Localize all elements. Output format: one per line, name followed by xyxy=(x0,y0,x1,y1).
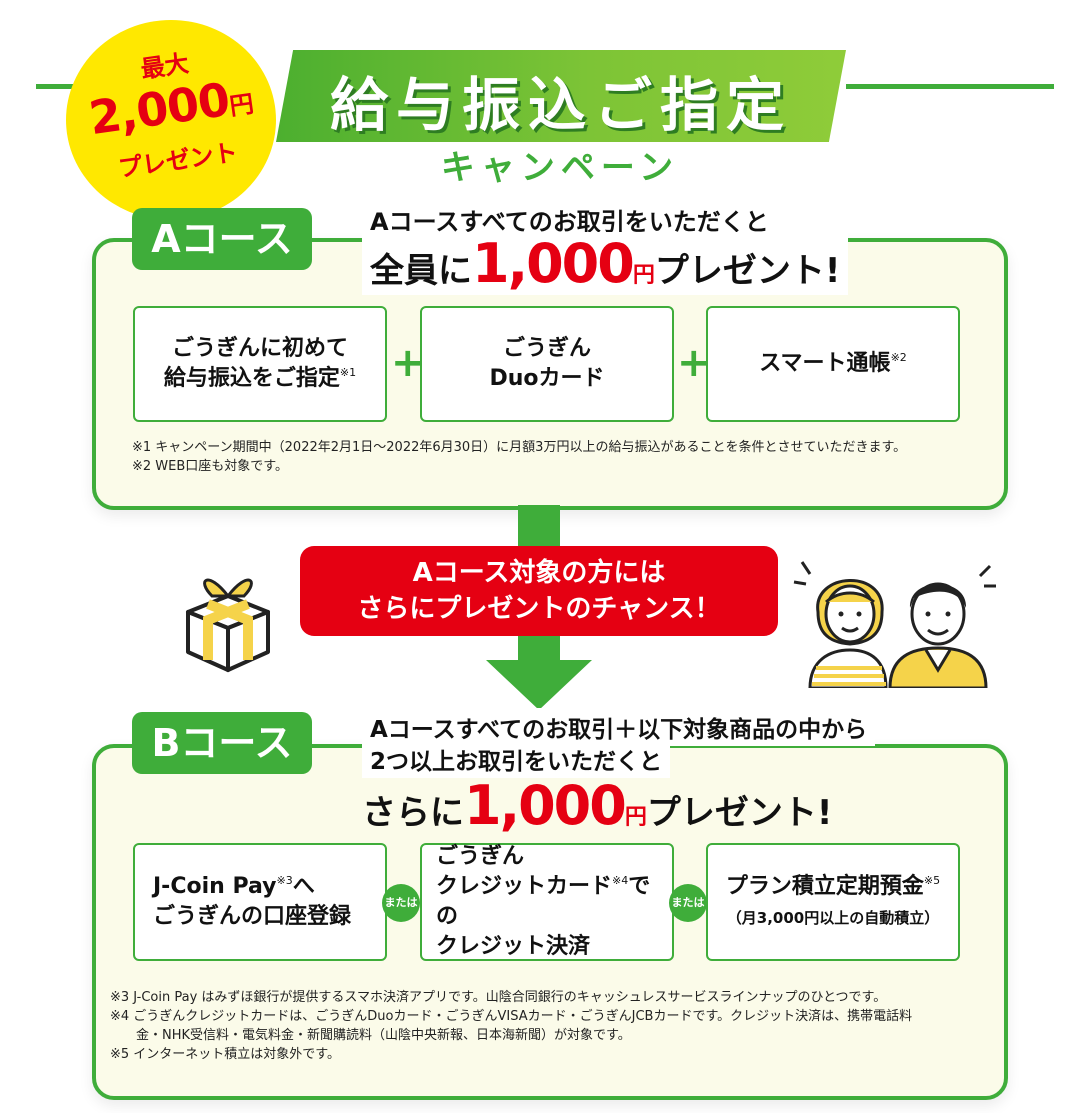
course-b-note-3: ※3 J-Coin Pay はみずほ銀行が提供するスマホ決済アプリです。山陰合同… xyxy=(110,990,887,1005)
course-a-note-2: ※2 WEB口座も対象です。 xyxy=(132,459,288,474)
bonus-chance-banner: Aコース対象の方にはさらにプレゼントのチャンス！ xyxy=(300,546,778,636)
course-b-tag: Bコース xyxy=(132,712,312,774)
flow-arrow-head xyxy=(486,660,592,710)
or-badge: または xyxy=(669,884,707,922)
max-present-badge xyxy=(66,20,276,220)
course-b-item-savings-plan: プラン積立定期預金※5（月3,000円以上の自動積立） xyxy=(706,843,960,961)
title-banner xyxy=(276,50,846,142)
people-illustration-icon xyxy=(793,561,996,688)
campaign-subtitle: キャンペーン xyxy=(440,148,680,188)
course-b-note-4: ※4 ごうぎんクレジットカードは、ごうぎんDuoカード・ごうぎんVISAカード・… xyxy=(110,1009,913,1024)
header-line-right xyxy=(846,84,1054,89)
course-a-benefit: 全員に1,000円プレゼント! xyxy=(362,232,849,295)
plus-icon: + xyxy=(677,340,711,386)
course-b-note-4-cont: 金・NHK受信料・電気料金・新聞購読料（山陰中央新報、日本海新聞）が対象です。 xyxy=(136,1028,631,1043)
header-line-left xyxy=(36,84,96,89)
course-b-benefit: さらに1,000円プレゼント! xyxy=(362,774,833,837)
gift-box-icon xyxy=(186,578,270,672)
campaign-title: 給与振込ご指定 xyxy=(329,71,792,139)
course-b-item-credit-card: ごうぎんクレジットカード※4でのクレジット決済 xyxy=(420,843,674,961)
course-b-headline-2: 2つ以上お取引をいただくと xyxy=(362,740,671,778)
course-b-note-5: ※5 インターネット積立は対象外です。 xyxy=(110,1047,340,1062)
course-a-item-salary: ごうぎんに初めて給与振込をご指定※1 xyxy=(133,306,387,422)
course-a-tag: Aコース xyxy=(132,208,312,270)
plus-icon: + xyxy=(391,340,425,386)
course-b-item-jcoin: J-Coin Pay※3へごうぎんの口座登録 xyxy=(133,843,387,961)
course-b-headline-1: Aコースすべてのお取引＋以下対象商品の中から xyxy=(362,708,876,746)
course-a-item-smart-passbook: スマート通帳※2 xyxy=(706,306,960,422)
or-badge: または xyxy=(382,884,420,922)
course-a-note-1: ※1 キャンペーン期間中（2022年2月1日〜2022年6月30日）に月額3万円… xyxy=(132,440,907,455)
